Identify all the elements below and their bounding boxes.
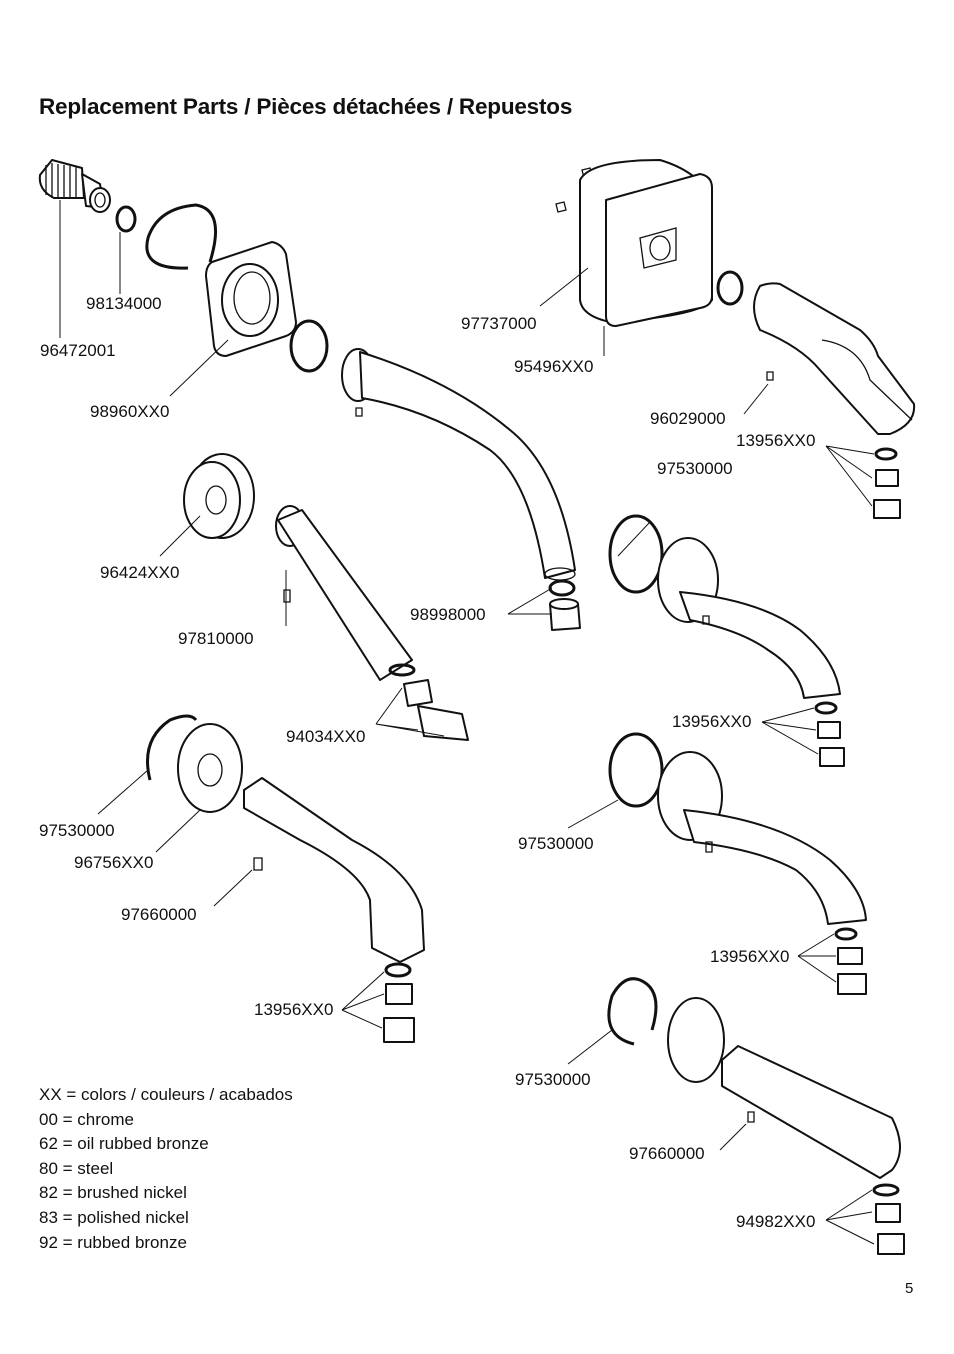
spout-set-screw-icon xyxy=(283,589,291,603)
part-number-94034XX0: 94034XX0 xyxy=(286,727,365,746)
leader-lines xyxy=(59,200,875,1245)
part-number-97660000-b: 97660000 xyxy=(629,1144,705,1163)
part-number-96472001: 96472001 xyxy=(40,341,116,360)
square-spout-gasket-icon xyxy=(384,962,412,978)
curved-spout-icon xyxy=(341,348,576,581)
page-number: 5 xyxy=(905,1280,914,1297)
square-spout-aerator-housing-icon xyxy=(383,1017,415,1043)
part-number-98960XX0: 98960XX0 xyxy=(90,402,169,421)
lever-aerator-housing-icon xyxy=(873,499,901,519)
legend-line: 62 = oil rubbed bronze xyxy=(39,1134,209,1154)
tub-2-gasket-icon xyxy=(834,927,858,941)
set-screw-icon xyxy=(355,407,363,417)
tub-aerator-insert-icon xyxy=(817,721,841,739)
part-number-96029000: 96029000 xyxy=(650,409,726,428)
tub-2-aerator-housing-icon xyxy=(837,973,867,995)
tub-spout-2-icon xyxy=(657,751,867,925)
straight-spout-aerator-icon xyxy=(403,679,469,741)
square-cover-plate-icon xyxy=(205,241,297,357)
part-number-13956XX0-c: 13956XX0 xyxy=(254,1000,333,1019)
tub-2-set-screw-icon xyxy=(705,841,713,853)
flange-o-ring-icon xyxy=(608,514,664,594)
small-o-ring-icon xyxy=(115,205,137,233)
spout-aerator-icon xyxy=(549,598,581,631)
spout-gasket-icon xyxy=(388,663,416,677)
tub-spout-icon xyxy=(657,537,841,699)
spout-o-ring-icon xyxy=(548,579,576,597)
tub-set-screw-icon xyxy=(702,615,710,625)
lever-aerator-insert-icon xyxy=(875,469,899,487)
tub-gasket-icon xyxy=(814,701,838,715)
legend-line: 00 = chrome xyxy=(39,1109,134,1129)
part-number-98998000: 98998000 xyxy=(410,605,486,624)
legend-line: 92 = rubbed bronze xyxy=(39,1232,187,1252)
square-spout-aerator-insert-icon xyxy=(385,983,413,1005)
rosette-cover-icon xyxy=(177,723,243,813)
part-number-97530000-c: 97530000 xyxy=(518,834,594,853)
plate-o-ring-icon xyxy=(716,270,744,306)
large-o-ring-icon xyxy=(289,319,329,373)
square-spout-icon xyxy=(243,777,425,963)
lever-set-screw-icon xyxy=(766,371,774,381)
part-number-13956XX0-a: 13956XX0 xyxy=(736,431,815,450)
legend-line: 83 = polished nickel xyxy=(39,1207,189,1227)
flat-spout-icon xyxy=(721,1045,901,1179)
part-number-97530000-d: 97530000 xyxy=(515,1070,591,1089)
flat-spout-clip-icon xyxy=(607,977,658,1046)
square-trim-plate-icon xyxy=(579,159,713,327)
tub-aerator-housing-icon xyxy=(819,747,845,767)
part-number-95496XX0: 95496XX0 xyxy=(514,357,593,376)
tub-2-aerator-insert-icon xyxy=(837,947,863,965)
part-number-97530000-a: 97530000 xyxy=(657,459,733,478)
part-number-98134000: 98134000 xyxy=(86,294,162,313)
flat-spout-gasket-icon xyxy=(872,1183,900,1197)
part-number-13956XX0-b: 13956XX0 xyxy=(672,712,751,731)
adapter-fitting-icon xyxy=(38,159,111,213)
legend-line: 80 = steel xyxy=(39,1158,114,1178)
square-spout-set-screw-icon xyxy=(253,857,263,871)
part-number-97810000: 97810000 xyxy=(178,629,254,648)
flat-spout-rosette-icon xyxy=(667,997,725,1083)
part-number-13956XX0-d: 13956XX0 xyxy=(710,947,789,966)
retaining-clip-icon xyxy=(145,203,218,270)
straight-spout-icon xyxy=(275,505,413,681)
legend-line: XX = colors / couleurs / acabados xyxy=(39,1085,293,1104)
part-number-97660000-a: 97660000 xyxy=(121,905,197,924)
page-title: Replacement Parts / Pièces détachées / R… xyxy=(39,94,573,119)
flat-spout-aerator-insert-icon xyxy=(875,1203,901,1223)
lever-spout-icon xyxy=(753,282,916,435)
part-number-97737000: 97737000 xyxy=(461,314,537,333)
part-number-96424XX0: 96424XX0 xyxy=(100,563,179,582)
part-number-94982XX0: 94982XX0 xyxy=(736,1212,815,1231)
legend-line: 82 = brushed nickel xyxy=(39,1183,187,1203)
rosette-o-ring-icon xyxy=(146,714,198,781)
flat-spout-set-screw-icon xyxy=(747,1111,755,1123)
round-handle-icon xyxy=(183,453,255,539)
color-legend: XX = colors / couleurs / acabados 00 = c… xyxy=(39,1083,293,1255)
part-number-96756XX0: 96756XX0 xyxy=(74,853,153,872)
flange-o-ring-2-icon xyxy=(608,732,664,808)
flat-spout-aerator-housing-icon xyxy=(877,1233,905,1255)
part-number-97530000-b: 97530000 xyxy=(39,821,115,840)
lever-gasket-icon xyxy=(874,447,898,461)
